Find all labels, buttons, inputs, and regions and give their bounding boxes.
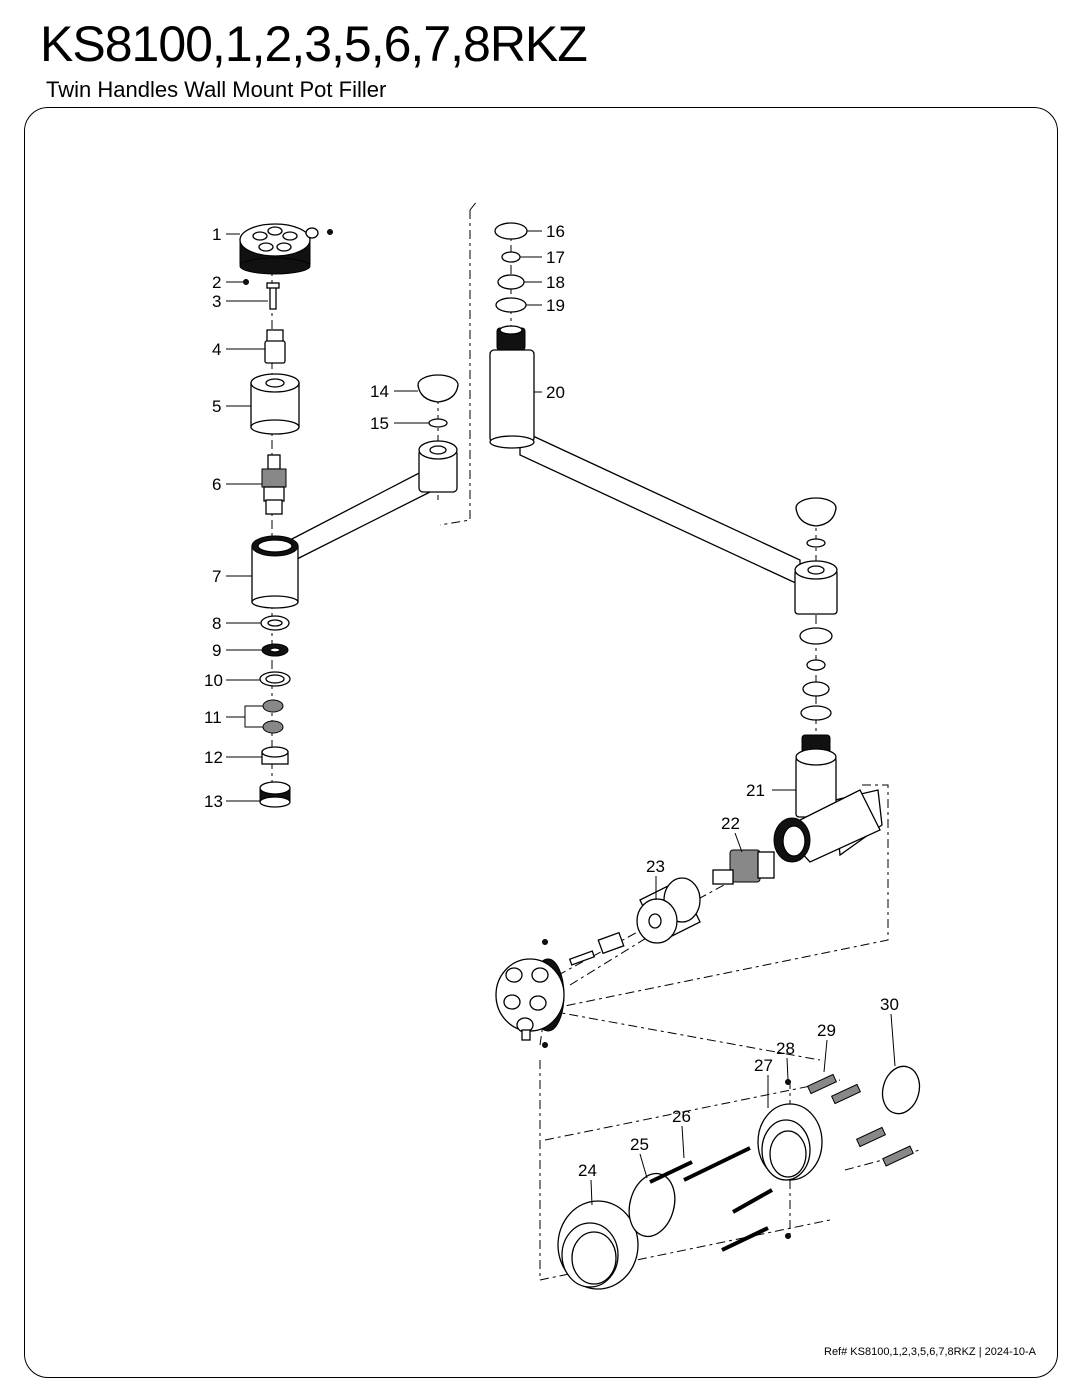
part-label: 11 bbox=[204, 708, 222, 727]
washer-part-15 bbox=[428, 418, 448, 428]
part-label: 7 bbox=[212, 567, 221, 586]
part-label: 20 bbox=[546, 383, 565, 402]
cap-part-14 bbox=[417, 374, 459, 403]
screws-part-26 bbox=[649, 1146, 773, 1252]
part-label: 24 bbox=[578, 1161, 597, 1180]
part-label: 1 bbox=[212, 225, 221, 244]
part-label: 5 bbox=[212, 397, 221, 416]
part-label: 27 bbox=[754, 1056, 773, 1075]
part-label: 8 bbox=[212, 614, 221, 633]
adapter-part-4 bbox=[264, 329, 286, 364]
page-subtitle: Twin Handles Wall Mount Pot Filler bbox=[46, 77, 387, 102]
part-label: 30 bbox=[880, 995, 899, 1014]
leader-lines bbox=[226, 230, 896, 1206]
part-label: 9 bbox=[212, 641, 221, 660]
part-label: 26 bbox=[672, 1107, 691, 1126]
part-label: 21 bbox=[746, 781, 765, 800]
part-label: 6 bbox=[212, 475, 221, 494]
handle-knob-part-1 bbox=[239, 223, 333, 285]
part-label: 29 bbox=[817, 1021, 836, 1040]
part-label: 19 bbox=[546, 296, 565, 315]
part-label: 14 bbox=[370, 382, 389, 401]
part-number-labels: 1 2 3 4 5 6 7 8 9 10 11 12 13 14 15 16 1… bbox=[204, 222, 899, 1180]
cartridge-part-6 bbox=[261, 454, 287, 515]
sleeve-part-23 bbox=[636, 877, 701, 944]
part-label: 23 bbox=[646, 857, 665, 876]
part-label: 3 bbox=[212, 292, 221, 311]
part-label: 12 bbox=[204, 748, 223, 767]
part-label: 28 bbox=[776, 1039, 795, 1058]
part-label: 22 bbox=[721, 814, 740, 833]
right-handle-knob bbox=[495, 931, 625, 1048]
mounting-plate-part-27 bbox=[757, 1079, 823, 1239]
o-ring-part-25 bbox=[628, 1172, 676, 1238]
aerator-parts-8-to-13 bbox=[259, 615, 291, 808]
reference-number: Ref# KS8100,1,2,3,5,6,7,8RKZ | 2024-10-A bbox=[824, 1346, 1036, 1358]
part-label: 2 bbox=[212, 273, 221, 292]
part-label: 18 bbox=[546, 273, 565, 292]
part-label: 15 bbox=[370, 414, 389, 433]
screw-part-3 bbox=[266, 282, 280, 310]
part-label: 13 bbox=[204, 792, 223, 811]
gasket-part-30 bbox=[881, 1065, 921, 1115]
part-label: 10 bbox=[204, 671, 223, 690]
escutcheon-part-24 bbox=[557, 1200, 639, 1290]
part-label: 17 bbox=[546, 248, 565, 267]
part-label: 16 bbox=[546, 222, 565, 241]
upper-arm-part-20 bbox=[489, 325, 801, 587]
page-title: KS8100,1,2,3,5,6,7,8RKZ bbox=[40, 16, 588, 72]
wall-anchors-part-29 bbox=[806, 1073, 914, 1167]
part-label: 25 bbox=[630, 1135, 649, 1154]
valve-body-part-21 bbox=[773, 734, 883, 863]
drawing-frame bbox=[24, 107, 1058, 1378]
part-label: 4 bbox=[212, 340, 221, 359]
right-cap-and-swivel bbox=[794, 497, 838, 721]
cartridge-part-22 bbox=[712, 849, 775, 885]
spout-elbow-part-7 bbox=[251, 440, 458, 609]
sleeve-part-5 bbox=[250, 373, 300, 435]
